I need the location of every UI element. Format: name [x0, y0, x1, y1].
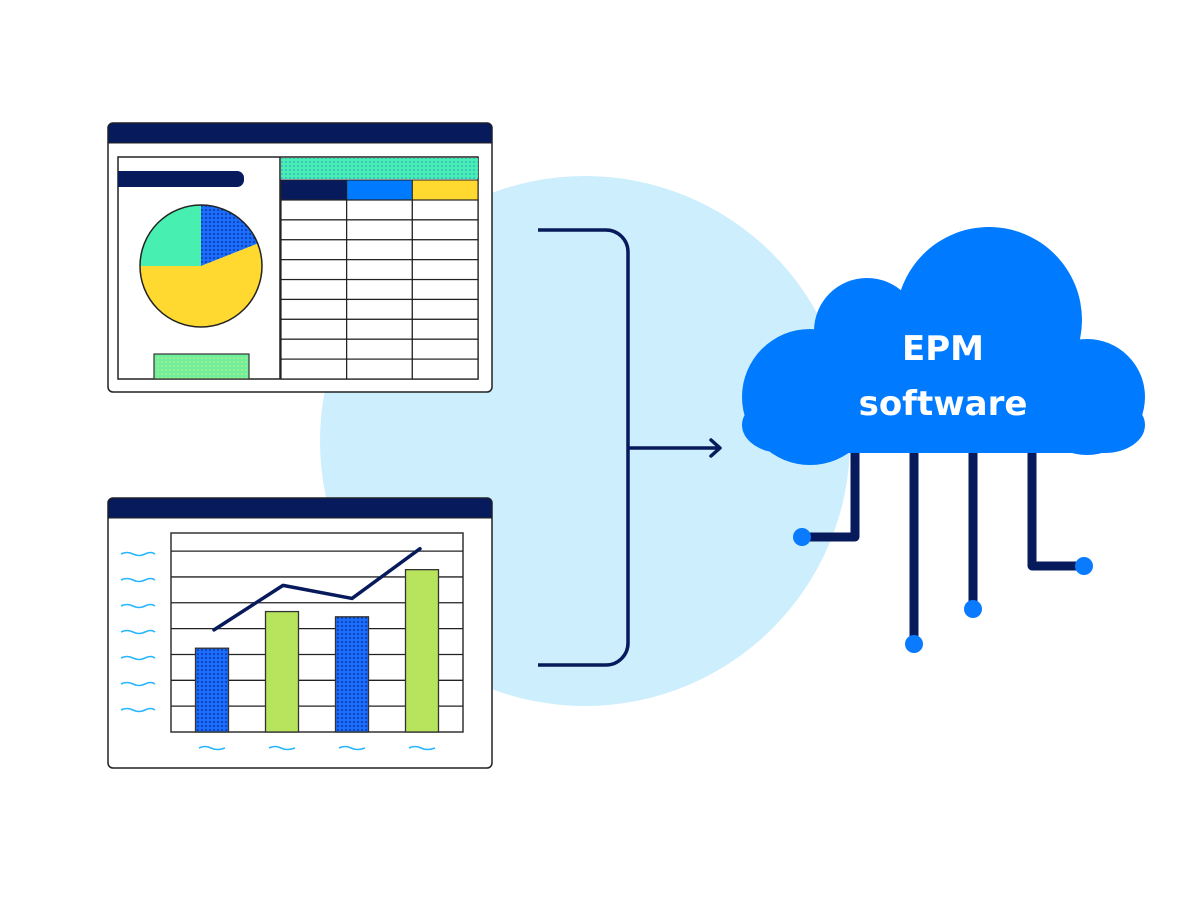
node-dot — [964, 600, 982, 618]
table-cell — [280, 199, 348, 221]
table-cell — [346, 318, 413, 340]
node-dot — [905, 635, 923, 653]
y-axis-label-placeholder — [120, 707, 156, 713]
pie-outline — [139, 204, 263, 328]
node-dot — [1075, 557, 1093, 575]
y-axis-label-placeholder — [120, 551, 156, 557]
spreadsheet-window — [107, 122, 493, 393]
table-cell — [280, 338, 348, 360]
table-cell — [346, 298, 413, 320]
pie-chart — [139, 204, 263, 328]
cloud-label-line1: EPM — [902, 329, 984, 369]
table-cell — [346, 239, 413, 261]
pie-slice-yellow — [140, 243, 263, 328]
table-header-cell — [411, 179, 479, 201]
bar — [404, 569, 440, 733]
pie-slice-green — [140, 205, 201, 266]
table-cell — [411, 298, 479, 320]
table-cell — [411, 219, 479, 241]
bar — [264, 610, 300, 733]
connector-4 — [1027, 440, 1082, 571]
table-cell — [411, 259, 479, 281]
cloud-icon — [742, 227, 1145, 465]
table-cell — [346, 338, 413, 360]
table-cell — [346, 199, 413, 221]
x-axis-label-placeholder — [198, 745, 226, 751]
window-titlebar — [107, 497, 493, 519]
y-axis-label-placeholder — [120, 681, 156, 687]
data-table — [280, 179, 479, 380]
summary-box — [153, 353, 250, 380]
report-title-bar-fix — [118, 171, 128, 187]
table-cell — [346, 278, 413, 301]
y-axis-label-placeholder — [120, 655, 156, 661]
table-cell — [411, 358, 479, 380]
table-cell — [411, 338, 479, 360]
trend-line — [212, 546, 422, 632]
bar — [194, 647, 230, 733]
table-cell — [411, 318, 479, 340]
table-cell — [280, 358, 348, 380]
bar — [334, 616, 370, 733]
table-cell — [411, 278, 479, 301]
table-cell — [280, 259, 348, 281]
node-dot — [793, 528, 811, 546]
table-cell — [280, 219, 348, 241]
y-axis-label-placeholder — [120, 577, 156, 583]
arrow-head-icon — [709, 438, 722, 458]
cloud-label-line2: software — [859, 384, 1028, 424]
table-cell — [411, 239, 479, 261]
table-cell — [280, 318, 348, 340]
table-cell — [346, 358, 413, 380]
connectors — [804, 440, 1082, 642]
bar-line-chart — [120, 532, 464, 751]
merge-bracket — [538, 228, 722, 667]
table-cell — [280, 239, 348, 261]
chart-window — [107, 497, 493, 769]
x-axis-label-placeholder — [338, 745, 366, 751]
window-titlebar — [107, 122, 493, 144]
table-cell — [411, 199, 479, 221]
y-axis-label-placeholder — [120, 629, 156, 635]
table-header-cell — [346, 179, 413, 201]
table-cell — [346, 219, 413, 241]
y-axis-label-placeholder — [120, 603, 156, 609]
connector-nodes — [793, 528, 1093, 653]
pie-slice-blue-dotted — [201, 205, 258, 266]
connector-1 — [804, 440, 860, 542]
table-cell — [280, 298, 348, 320]
table-banner — [281, 158, 478, 179]
table-cell — [346, 259, 413, 281]
x-axis-label-placeholder — [408, 745, 436, 751]
report-title-bar — [118, 171, 244, 187]
table-header-cell — [280, 179, 348, 201]
table-cell — [280, 278, 348, 301]
x-axis-label-placeholder — [268, 745, 296, 751]
